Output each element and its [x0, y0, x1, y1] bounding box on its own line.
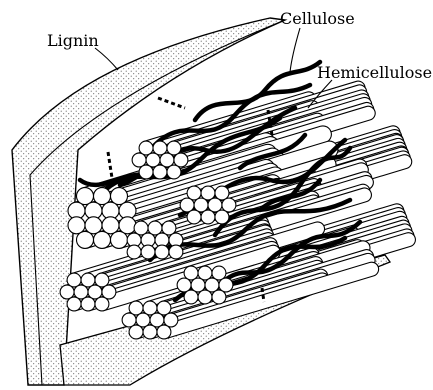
cellulose-fiber-end [157, 325, 171, 339]
cellulose-fiber-end [143, 325, 157, 339]
cellulose-fiber-end [77, 231, 94, 248]
cellulose-fiber-end [167, 165, 181, 179]
cellulose-fiber-end [184, 290, 198, 304]
cellulose-fiber-end [141, 245, 155, 259]
cellulose-fiber-end [129, 325, 143, 339]
cellulose-fiber-end [187, 210, 201, 224]
cellulose-fiber-end [169, 245, 183, 259]
cellulose-fiber-end [215, 210, 229, 224]
hemicellulose-dashed-strand [158, 98, 185, 108]
cellulose-fiber-end [94, 231, 111, 248]
cellulose-fiber-end [212, 290, 226, 304]
cellulose-fiber-end [95, 297, 109, 311]
cellulose-fiber-end [127, 245, 141, 259]
cellulose-fiber-end [139, 165, 153, 179]
cellulose-fiber-end [201, 210, 215, 224]
cellulose-fiber-end [81, 297, 95, 311]
cellulose-fiber-end [198, 290, 212, 304]
cellulose-fiber-end [153, 165, 167, 179]
cellulose-fiber-end [111, 231, 128, 248]
hemicellulose-label: Hemicellulose [317, 63, 432, 82]
lignin-leader-line [95, 48, 118, 70]
cellulose-fiber-end [155, 245, 169, 259]
hemicellulose-dashed-strand [108, 152, 112, 178]
cellulose-fiber-end [67, 297, 81, 311]
cellulose-label: Cellulose [280, 9, 355, 28]
cellulose-leader-line [290, 28, 300, 72]
lignin-label: Lignin [47, 31, 99, 50]
